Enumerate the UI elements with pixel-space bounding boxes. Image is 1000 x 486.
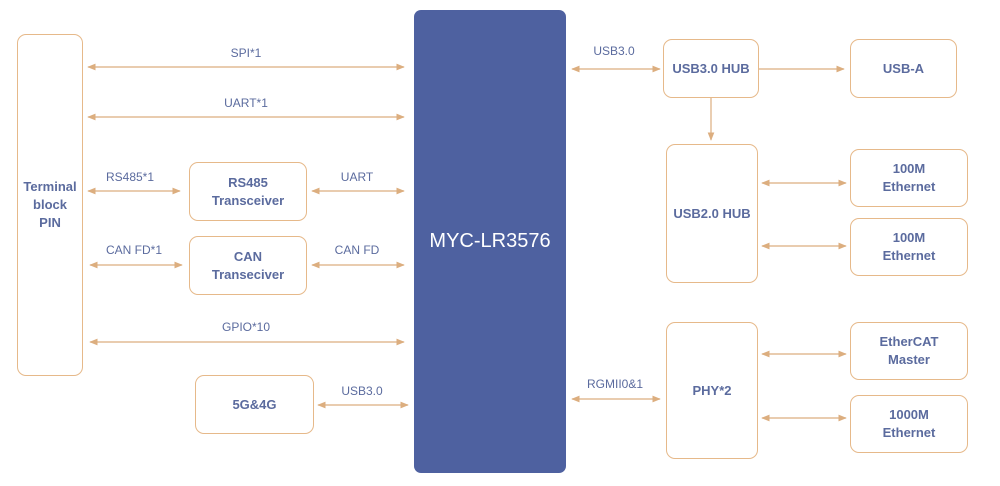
uart-label: UART [340, 170, 374, 184]
phy-label: PHY*2 [692, 382, 732, 398]
usb3-hub-block: USB3.0 HUB [663, 39, 759, 98]
can-transceiver-label: CAN Transeciver [211, 248, 285, 282]
phy-block: PHY*2 [666, 322, 758, 459]
uart1-label: UART*1 [224, 96, 268, 110]
ethernet-100m-1-label: 100M Ethernet [882, 161, 936, 194]
terminal-block-label: Terminal block PIN [23, 179, 77, 230]
usb3-hub-link-label: USB3.0 [593, 44, 635, 58]
ethercat-master-label: EtherCAT Master [879, 334, 939, 367]
usb3-hub-label: USB3.0 HUB [672, 60, 750, 76]
ethernet-100m-2-block: 100M Ethernet [850, 218, 968, 276]
rs485-transceiver-block: RS485 Transceiver [189, 162, 307, 221]
can-transceiver-block: CAN Transeciver [189, 236, 307, 295]
usb-a-label: USB-A [882, 60, 925, 76]
usb2-hub-block: USB2.0 HUB [666, 144, 758, 283]
usb3-5g-label: USB3.0 [341, 384, 383, 398]
gpio-label: GPIO*10 [221, 320, 271, 334]
ethercat-master-block: EtherCAT Master [850, 322, 968, 380]
can-fd-count-label: CAN FD*1 [105, 243, 163, 257]
rs485-transceiver-label: RS485 Transceiver [211, 174, 285, 208]
can-fd-label: CAN FD [334, 243, 380, 257]
ethernet-1000m-label: 1000M Ethernet [882, 407, 936, 440]
cpu-label: MYC-LR3576 [429, 230, 551, 252]
rs485-count-label: RS485*1 [105, 170, 155, 184]
ethernet-100m-1-block: 100M Ethernet [850, 149, 968, 207]
rgmii-label: RGMII0&1 [586, 377, 644, 391]
usb-a-block: USB-A [850, 39, 957, 98]
ethernet-1000m-block: 1000M Ethernet [850, 395, 968, 453]
usb2-hub-label: USB2.0 HUB [673, 205, 751, 221]
spi-label: SPI*1 [230, 46, 262, 60]
5g-4g-block: 5G&4G [195, 375, 314, 434]
ethernet-100m-2-label: 100M Ethernet [882, 230, 936, 263]
terminal-block: Terminal block PIN [17, 34, 83, 376]
cpu-block: MYC-LR3576 [414, 10, 566, 473]
5g-4g-label: 5G&4G [232, 396, 277, 412]
